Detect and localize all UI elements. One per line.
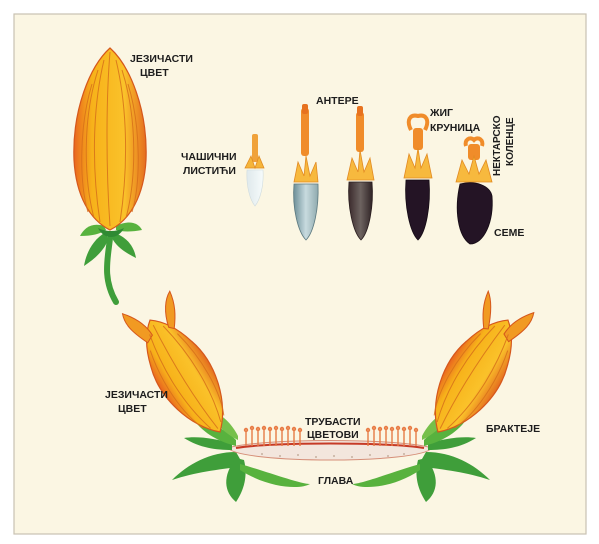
label-ligulate-flower-top-line1: ЈЕЗИЧАСТИ (130, 53, 193, 65)
label-sepals-line2: ЛИСТИЋИ (183, 165, 236, 177)
label-ligulate-flower-top-line2: ЦВЕТ (140, 67, 169, 79)
label-bracts: БРАКТЕЈЕ (486, 423, 540, 435)
label-tubular-florets-line1: ТРУБАСТИ (305, 416, 361, 428)
label-anthers: АНТЕРЕ (316, 95, 359, 107)
label-tubular-florets-line2: ЦВЕТОВИ (307, 429, 359, 441)
label-nectary-line2: КОЛЕНЦЕ (505, 117, 516, 166)
label-seed: СЕМЕ (494, 227, 524, 239)
label-ligulate-flower-bottom-line1: ЈЕЗИЧАСТИ (105, 389, 168, 401)
label-sepals-line1: ЧАШИЧНИ (181, 151, 237, 163)
label-head: ГЛАВА (318, 475, 354, 487)
label-ligulate-flower-bottom-line2: ЦВЕТ (118, 403, 147, 415)
label-corolla: КРУНИЦА (430, 122, 481, 134)
label-nectary-line1: НЕКТАРСКО (492, 115, 503, 176)
label-stigma: ЖИГ (429, 107, 453, 119)
